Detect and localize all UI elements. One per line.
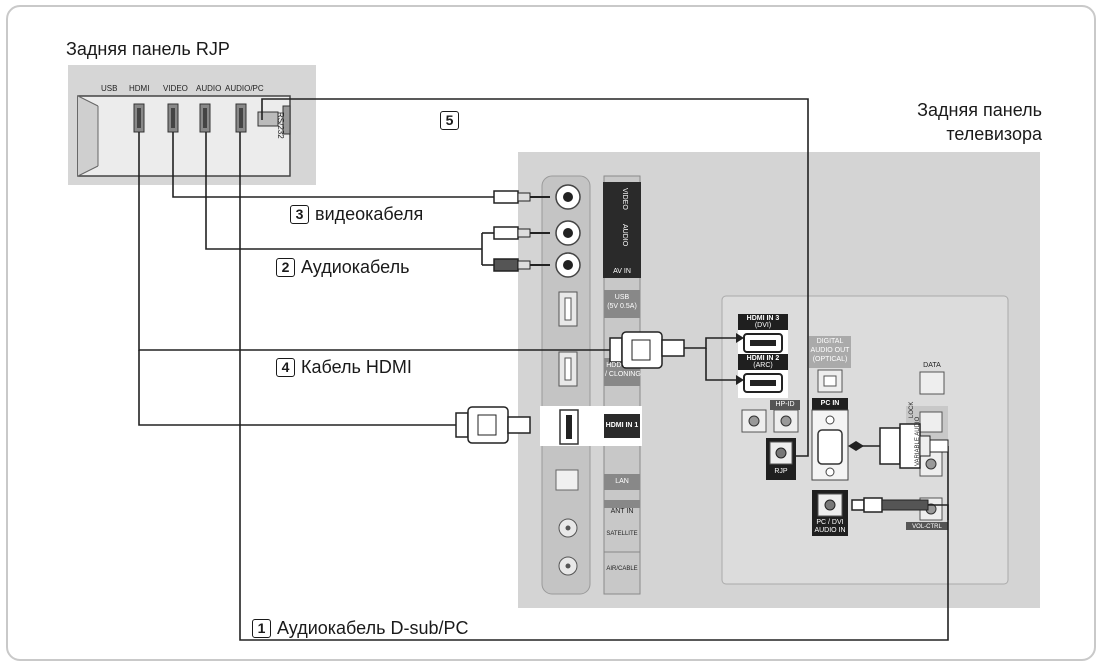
tv-port-usb-l2: (5V 0.5A) <box>607 303 637 310</box>
rca-plugs <box>493 190 550 272</box>
tv-port-hp-id: HP-ID <box>775 401 795 408</box>
rjp-port-audio: AUDIO <box>196 84 222 93</box>
tv-port-pcdvi-l2: AUDIO IN <box>814 527 846 534</box>
rjp-panel-title: Задняя панель RJP <box>66 39 230 59</box>
tv-port-satellite: SATELLITE <box>606 531 638 537</box>
cable-5-label: 5 <box>440 110 465 131</box>
tv-port-hdmi2-l1: HDMI IN 2 <box>746 355 780 362</box>
rjp-port-rs232: RS/232 <box>276 112 285 139</box>
tv-port-av-in: AV IN <box>613 268 631 275</box>
tv-panel-title-line2: телевизора <box>946 124 1042 144</box>
tv-port-video: VIDEO <box>621 188 628 210</box>
rjp-panel <box>68 65 316 185</box>
rjp-port-video: VIDEO <box>163 84 188 93</box>
rjp-port-audiopc: AUDIO/PC <box>225 84 264 93</box>
tv-port-hdd-l1: HDD 1.5A <box>606 362 638 369</box>
tv-port-pc-in: PC IN <box>820 400 840 407</box>
tv-port-hdd-l2: / CLONING <box>605 371 641 378</box>
tv-port-var-audio: VARIABLE AUDIO <box>915 416 921 466</box>
tv-port-hdmi2-l2: (ARC) <box>753 362 773 369</box>
tv-port-digital-l3: (OPTICAL) <box>812 356 848 363</box>
tv-port-air-cable: AIR/CABLE <box>606 566 638 572</box>
dsub-plug <box>879 423 949 469</box>
tv-port-digital-l2: AUDIO OUT <box>810 347 850 354</box>
tv-panel-title-line1: Задняя панель <box>917 100 1042 120</box>
mini-jack-plug <box>851 497 929 513</box>
tv-port-data: DATA <box>923 362 941 369</box>
tv-port-usb-l1: USB <box>614 294 630 301</box>
tv-back-panel <box>518 152 1040 608</box>
tv-port-hdmi3-l1: HDMI IN 3 <box>746 315 780 322</box>
tv-port-lock: LOCK <box>909 401 915 418</box>
tv-port-audio: AUDIO <box>621 224 628 247</box>
tv-port-rjp: RJP <box>774 468 788 475</box>
tv-port-vol-ctrl: VOL-CTRL <box>912 524 942 530</box>
tv-port-digital-l1: DIGITAL <box>816 338 844 345</box>
hdmi-plugs <box>455 331 685 444</box>
cable-lines <box>138 98 949 641</box>
tv-port-hdmi-in1: HDMI IN 1 <box>605 422 639 429</box>
tv-port-ant-in: ANT IN <box>610 508 634 515</box>
rjp-port-hdmi: HDMI <box>129 84 150 93</box>
tv-port-lan: LAN <box>615 478 629 485</box>
tv-port-hdmi3-l2: (DVI) <box>754 322 772 329</box>
tv-port-pcdvi-l1: PC / DVI <box>816 519 844 526</box>
rjp-port-usb: USB <box>101 84 118 93</box>
